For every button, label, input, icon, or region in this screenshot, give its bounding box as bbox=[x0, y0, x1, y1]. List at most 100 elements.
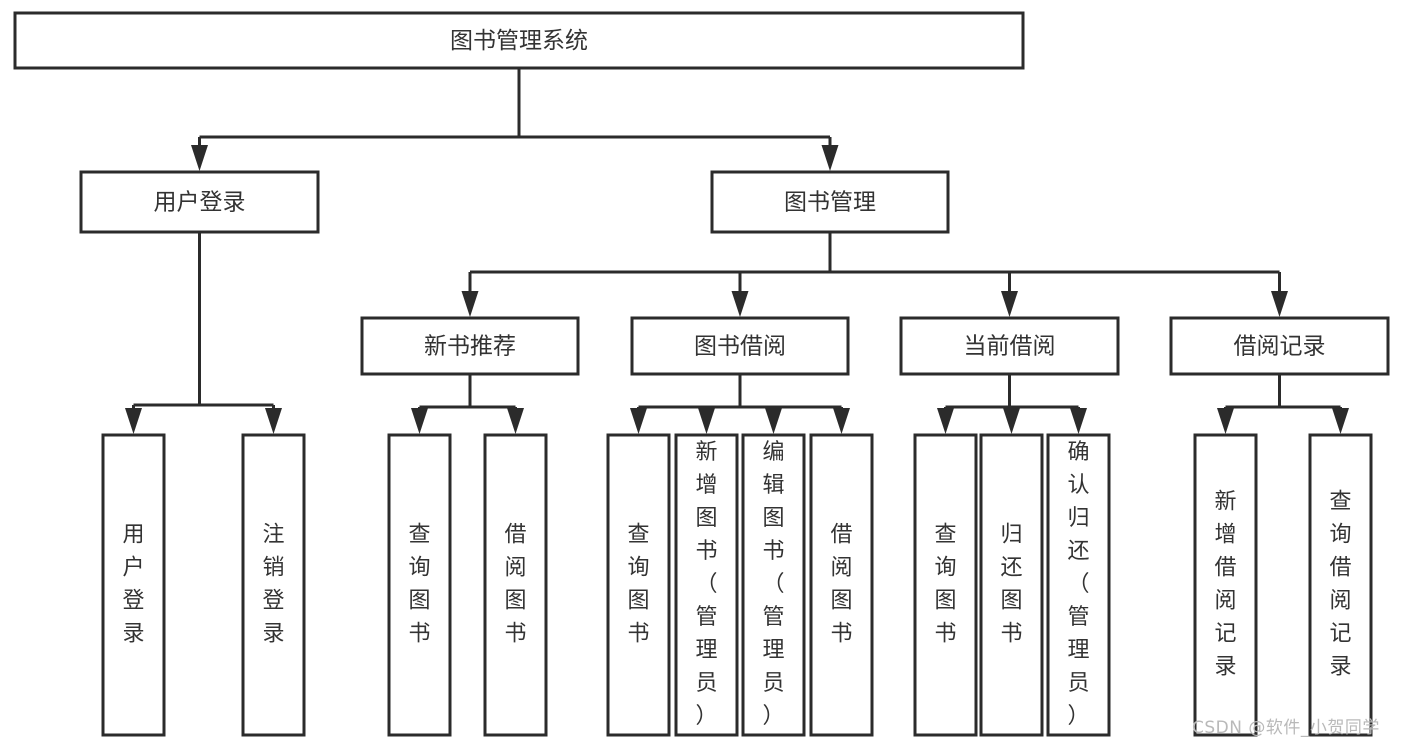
node-label-char: 还 bbox=[1000, 556, 1022, 581]
node-label-char: 编 bbox=[762, 440, 784, 465]
node-box[interactable] bbox=[1193, 433, 1258, 737]
edge-group bbox=[411, 374, 524, 434]
node-label-char: 管 bbox=[762, 605, 784, 630]
arrow-head-icon bbox=[1217, 408, 1234, 434]
node-root[interactable]: 图书管理系统 bbox=[13, 11, 1025, 70]
node-label-char: 录 bbox=[122, 622, 144, 647]
node-label-char: 借 bbox=[830, 523, 852, 548]
node-label-char: 注 bbox=[262, 523, 284, 548]
node-label-char: 阅 bbox=[830, 556, 852, 581]
node-box[interactable] bbox=[1308, 433, 1373, 737]
nodes-layer: 图书管理系统用户登录图书管理新书推荐图书借阅当前借阅借阅记录用户登录注销登录查询… bbox=[13, 11, 1390, 737]
node-label-char: 图 bbox=[408, 589, 430, 614]
arrow-head-icon bbox=[765, 408, 782, 434]
arrow-head-icon bbox=[411, 408, 428, 434]
node-label-char: 增 bbox=[695, 473, 717, 498]
node-label-char: ） bbox=[1067, 704, 1089, 729]
node-level3[interactable]: 借阅记录 bbox=[1169, 316, 1390, 376]
node-box[interactable] bbox=[913, 433, 978, 737]
node-level3[interactable]: 当前借阅 bbox=[899, 316, 1120, 376]
node-label-char: 图 bbox=[504, 589, 526, 614]
edge-group bbox=[937, 374, 1087, 434]
arrow-head-icon bbox=[507, 408, 524, 434]
node-box[interactable] bbox=[483, 433, 548, 737]
node-label-char: 借 bbox=[1214, 556, 1236, 581]
node-label-char: ） bbox=[695, 704, 717, 729]
node-label-char: ） bbox=[762, 704, 784, 729]
node-label-char: 员 bbox=[1067, 671, 1089, 696]
node-label-char: 确 bbox=[1067, 440, 1089, 465]
node-level3[interactable]: 图书借阅 bbox=[630, 316, 850, 376]
node-label-char: 理 bbox=[695, 638, 717, 663]
node-box[interactable] bbox=[101, 433, 166, 737]
node-box[interactable] bbox=[241, 433, 306, 737]
node-box[interactable] bbox=[1169, 316, 1390, 376]
node-label-char: 辑 bbox=[762, 473, 784, 498]
node-level2[interactable]: 用户登录 bbox=[79, 170, 320, 234]
node-label: 当前借阅 bbox=[964, 334, 1056, 360]
node-label-char: 询 bbox=[627, 556, 649, 581]
arrow-head-icon bbox=[833, 408, 850, 434]
node-label-char: 员 bbox=[695, 671, 717, 696]
node-label-char: 借 bbox=[1329, 556, 1351, 581]
node-label-char: 用 bbox=[122, 523, 144, 548]
arrow-head-icon bbox=[731, 291, 749, 317]
node-label-char: 增 bbox=[1214, 523, 1236, 548]
edge-group bbox=[630, 374, 850, 434]
node-label-char: 理 bbox=[1067, 638, 1089, 663]
node-box[interactable] bbox=[741, 433, 806, 737]
node-box[interactable] bbox=[899, 316, 1120, 376]
node-label-char: 图 bbox=[627, 589, 649, 614]
arrow-head-icon bbox=[265, 408, 282, 434]
node-label-char: 管 bbox=[695, 605, 717, 630]
node-label-char: 归 bbox=[1067, 506, 1089, 531]
node-box[interactable] bbox=[79, 170, 320, 234]
node-box[interactable] bbox=[360, 316, 580, 376]
node-level2[interactable]: 图书管理 bbox=[710, 170, 950, 234]
node-box[interactable] bbox=[1046, 433, 1111, 737]
node-box[interactable] bbox=[809, 433, 874, 737]
node-label-char: 员 bbox=[762, 671, 784, 696]
node-box[interactable] bbox=[979, 433, 1044, 737]
arrow-head-icon bbox=[1271, 291, 1288, 317]
node-box[interactable] bbox=[387, 433, 452, 737]
node-label-char: 查 bbox=[627, 523, 649, 548]
node-box[interactable] bbox=[606, 433, 671, 737]
node-box[interactable] bbox=[674, 433, 739, 737]
node-level3[interactable]: 新书推荐 bbox=[360, 316, 580, 376]
node-leaf[interactable]: 用户登录 bbox=[101, 433, 166, 737]
node-box[interactable] bbox=[630, 316, 850, 376]
node-label-char: 阅 bbox=[1214, 589, 1236, 614]
node-label-char: 图 bbox=[695, 506, 717, 531]
arrow-head-icon bbox=[191, 145, 208, 171]
node-label-char: 录 bbox=[262, 622, 284, 647]
node-label-char: 借 bbox=[504, 523, 526, 548]
node-box[interactable] bbox=[710, 170, 950, 234]
node-box[interactable] bbox=[13, 11, 1025, 70]
node-label-char: 询 bbox=[934, 556, 956, 581]
node-label-char: 登 bbox=[122, 589, 144, 614]
arrow-head-icon bbox=[630, 408, 647, 434]
arrow-head-icon bbox=[698, 408, 715, 434]
node-label: 图书管理 bbox=[784, 190, 876, 216]
node-label-char: 还 bbox=[1067, 539, 1089, 564]
arrow-head-icon bbox=[461, 291, 479, 317]
node-label-char: 销 bbox=[262, 556, 284, 581]
node-label-char: 书 bbox=[1000, 622, 1022, 647]
node-label-char: （ bbox=[695, 572, 717, 597]
node-label-char: 户 bbox=[122, 556, 144, 581]
arrow-head-icon bbox=[1003, 408, 1020, 434]
